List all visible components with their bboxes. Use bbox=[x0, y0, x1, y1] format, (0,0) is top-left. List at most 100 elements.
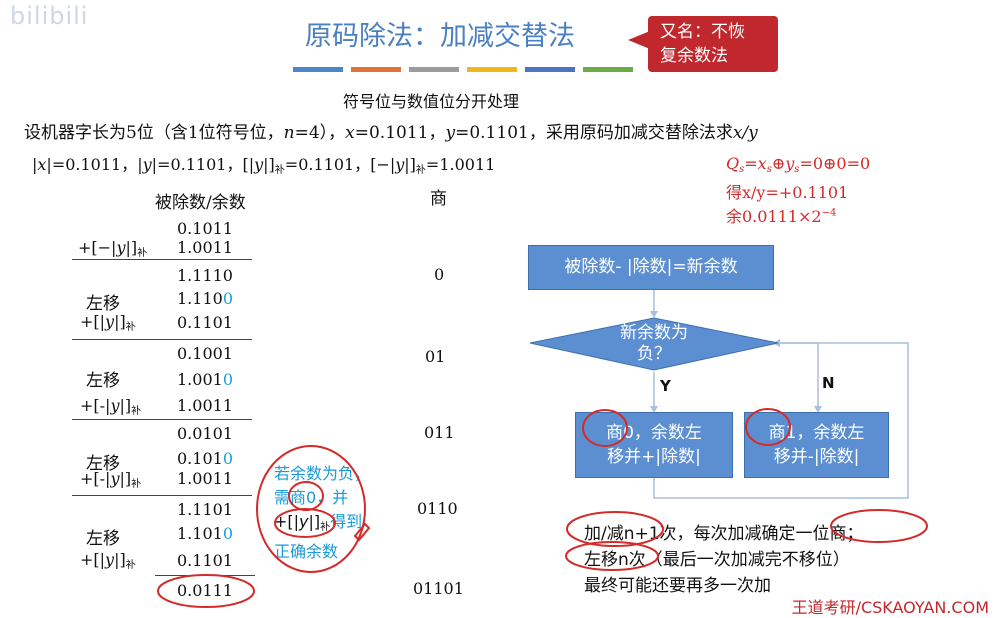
operand-value: 1.0011 bbox=[177, 238, 233, 257]
note-op-var: y bbox=[299, 512, 309, 531]
shift-left-label: 左移 bbox=[86, 529, 120, 549]
problem-intro: 设机器字长为5位（含1位符号位， bbox=[24, 123, 284, 143]
y-var: y bbox=[445, 123, 456, 143]
shifted-digits: 0.101 bbox=[177, 449, 223, 468]
result-quotient-line: 得x/y=+0.1101 bbox=[726, 183, 849, 202]
target-expr: x/y bbox=[732, 123, 758, 143]
abs-values-line: |x|=0.1011，|y|=0.1101，[|y|]补=0.1101，[−|y… bbox=[32, 151, 495, 176]
note-op-sub: 补 bbox=[320, 522, 331, 533]
y-val: =0.1101，采用原码加减交替除法求 bbox=[455, 123, 733, 143]
final-quotient-value: 01101 bbox=[413, 579, 464, 598]
left-box-line-2: 移并+|除数| bbox=[607, 447, 701, 467]
sign-result: =0⊕0=0 bbox=[799, 154, 871, 173]
left-box-line-1: 商0，余数左 bbox=[606, 423, 702, 443]
shifted-in-bit: 0 bbox=[222, 524, 233, 543]
subtitle: 符号位与数值位分开处理 bbox=[343, 92, 520, 111]
remainder-value: 1.1101 bbox=[177, 500, 233, 519]
divider-line bbox=[72, 259, 252, 260]
accent-bar bbox=[583, 67, 633, 72]
note-op-post: |] bbox=[308, 512, 321, 531]
neg-y-close: |] bbox=[404, 155, 416, 174]
shifted-value: 1.1100 bbox=[177, 289, 233, 308]
qs-sub: s bbox=[739, 164, 745, 175]
op-pre: +[| bbox=[80, 550, 106, 569]
right-box-line-2: 移并-|除数| bbox=[773, 447, 860, 467]
note-line-3: +[|y|]补得到 bbox=[274, 510, 370, 540]
abs-y-var: y bbox=[142, 155, 152, 174]
flow-left-box: 商0，余数左 移并+|除数| bbox=[575, 412, 733, 478]
op-post: |] bbox=[119, 396, 132, 415]
op-pre: +[| bbox=[80, 312, 106, 331]
shift-left-label: 左移 bbox=[86, 371, 120, 391]
callout-pointer bbox=[628, 31, 650, 49]
neg-y-val: =1.0011 bbox=[425, 155, 496, 174]
operation-label: +[−|y|]补 bbox=[78, 238, 147, 259]
abs-x-var: x bbox=[37, 155, 47, 174]
result-remainder-line: 余0.0111×2−4 bbox=[726, 203, 836, 227]
shifted-in-bit: 0 bbox=[222, 449, 233, 468]
divider-line bbox=[72, 339, 252, 340]
abs-y-val: |=0.1101， bbox=[151, 155, 243, 174]
op-post: |] bbox=[125, 238, 138, 257]
shifted-digits: 1.101 bbox=[177, 524, 223, 543]
dividend-value: 0.1011 bbox=[177, 219, 233, 238]
handwritten-note: 若余数为负， 需商0，并 +[|y|]补得到 正确余数 bbox=[274, 462, 370, 564]
pos-y-open: [| bbox=[242, 155, 255, 174]
dividend-header: 被除数/余数 bbox=[155, 193, 246, 213]
shifted-digits: 1.001 bbox=[177, 370, 223, 389]
quotient-value: 0 bbox=[434, 265, 445, 284]
decision-line-1: 新余数为 bbox=[620, 323, 688, 343]
annotation-circle bbox=[256, 445, 366, 573]
callout-line-1: 又名：不恢 bbox=[660, 22, 745, 42]
operation-label: +[|y|]补 bbox=[80, 312, 136, 333]
problem-statement: 设机器字长为5位（含1位符号位，n=4），x=0.1011，y=0.1101，采… bbox=[24, 118, 758, 143]
op-var: y bbox=[116, 238, 126, 257]
note-op-pre: +[| bbox=[274, 512, 300, 531]
pos-y-var: y bbox=[254, 155, 264, 174]
op-var: y bbox=[105, 550, 115, 569]
remainder-text: 余0.0111×2 bbox=[726, 207, 822, 226]
op-sub: 补 bbox=[131, 479, 142, 490]
accent-bar bbox=[293, 67, 343, 72]
shifted-value: 0.1010 bbox=[177, 449, 233, 468]
op-post: |] bbox=[119, 469, 132, 488]
op-sub: 补 bbox=[137, 248, 148, 259]
neg-y-open: [−| bbox=[370, 155, 396, 174]
annotation-circle bbox=[745, 408, 791, 446]
shift-left-label: 左移 bbox=[86, 294, 120, 314]
site-watermark: 王道考研/CSKAOYAN.COM bbox=[791, 598, 989, 617]
accent-bar bbox=[467, 67, 517, 72]
operation-label: +[-|y|]补 bbox=[80, 396, 141, 417]
right-box-line-1: 商1，余数左 bbox=[768, 423, 865, 443]
decision-line-2: 负？ bbox=[637, 344, 671, 364]
op-pre: +[-| bbox=[80, 469, 111, 488]
xs-sub: s bbox=[766, 164, 772, 175]
accent-bars bbox=[293, 67, 633, 72]
op-sub: 补 bbox=[125, 322, 136, 333]
annotation-circle bbox=[274, 508, 336, 538]
neg-y-var: y bbox=[395, 155, 405, 174]
summary-line-2: 左移n次（最后一次加减完不移位） bbox=[584, 550, 850, 570]
flow-decision: 新余数为 负？ bbox=[596, 323, 712, 365]
op-pre: +[−| bbox=[78, 238, 117, 257]
op-var: y bbox=[105, 312, 115, 331]
abs-x-open: | bbox=[32, 155, 38, 174]
remainder-exponent: −4 bbox=[821, 207, 837, 219]
flow-start-box: 被除数- |除数|=新余数 bbox=[528, 245, 774, 290]
op-sub: 补 bbox=[131, 406, 142, 417]
slide-title: 原码除法：加减交替法 bbox=[305, 21, 575, 52]
divider-line bbox=[72, 419, 252, 420]
operand-value: 0.1101 bbox=[177, 551, 233, 570]
pos-y-sub: 补 bbox=[274, 165, 285, 176]
op-post: |] bbox=[114, 550, 126, 569]
xs-symbol: =x bbox=[744, 154, 767, 173]
quotient-value: 011 bbox=[424, 423, 455, 442]
pos-y-val: =0.1101， bbox=[284, 155, 371, 174]
result-sign-line: Qs=xs⊕ys=0⊕0=0 bbox=[726, 154, 870, 175]
operand-value: 1.0011 bbox=[177, 396, 233, 415]
remainder-value: 1.1110 bbox=[177, 266, 233, 285]
neg-y-sub: 补 bbox=[415, 165, 426, 176]
n-var: n bbox=[283, 123, 295, 143]
shifted-in-bit: 0 bbox=[222, 370, 233, 389]
